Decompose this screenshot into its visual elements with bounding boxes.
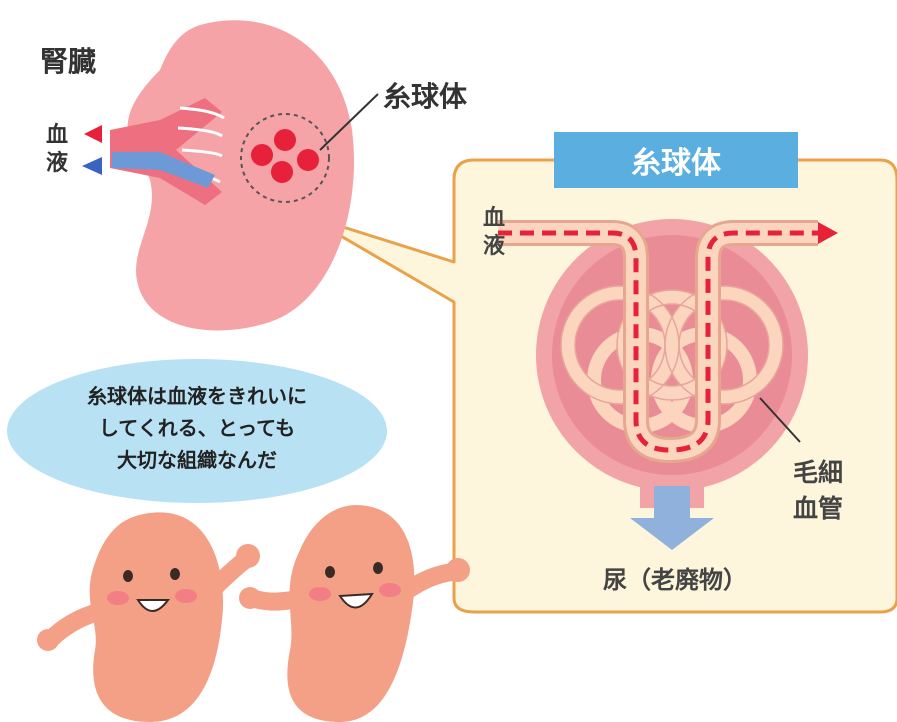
blood-label-right-char-1: 血: [483, 206, 506, 231]
renal-vessels: [110, 98, 225, 205]
capillary-label-line-2: 血管: [793, 494, 844, 523]
glomerulus-leader-line: [319, 93, 379, 151]
character-mouth-icon: [136, 599, 170, 612]
speech-line-1: 糸球体は血液をきれいに: [87, 384, 307, 408]
arrow-out-blue-icon: [82, 157, 102, 175]
zoom-panel-title: 糸球体: [554, 132, 798, 188]
character-eye-icon: [373, 562, 383, 574]
character-eye-icon: [325, 566, 335, 578]
character-eye-icon: [123, 570, 133, 582]
kidney-character-left: [37, 512, 260, 722]
speech-line-3: 大切な組織なんだ: [117, 448, 277, 472]
arrow-in-red-icon: [84, 125, 102, 143]
urine-arrow-icon: [630, 486, 714, 550]
kidney-illustration: [110, 20, 355, 331]
speech-line-2: してくれる、とっても: [98, 416, 296, 440]
blood-label-right-char-2: 液: [483, 234, 506, 259]
character-mouth-icon: [338, 592, 374, 609]
kidney-label: 腎臓: [40, 45, 97, 78]
blood-label-right: 血 液: [483, 205, 505, 261]
glomerulus-detail: [498, 219, 838, 550]
character-eye-icon: [170, 568, 180, 580]
capillary-label: 毛細 血管: [793, 455, 843, 527]
urine-label: 尿（老廃物）: [603, 566, 747, 594]
speech-bubble-text: 糸球体は血液をきれいに してくれる、とっても 大切な組織なんだ: [12, 380, 382, 476]
blood-label-left: 血 液: [46, 122, 68, 178]
capillary-label-line-1: 毛細: [793, 458, 844, 487]
speech-bubble: [7, 359, 387, 503]
glomerulus-callout-label: 糸球体: [383, 80, 468, 113]
blood-label-left-char-2: 液: [46, 151, 69, 176]
blood-flow-arrowhead-icon: [818, 222, 838, 244]
glomerulus-marker: [240, 93, 379, 203]
kidney-character-right: [239, 505, 470, 722]
blood-label-left-char-1: 血: [46, 123, 69, 148]
